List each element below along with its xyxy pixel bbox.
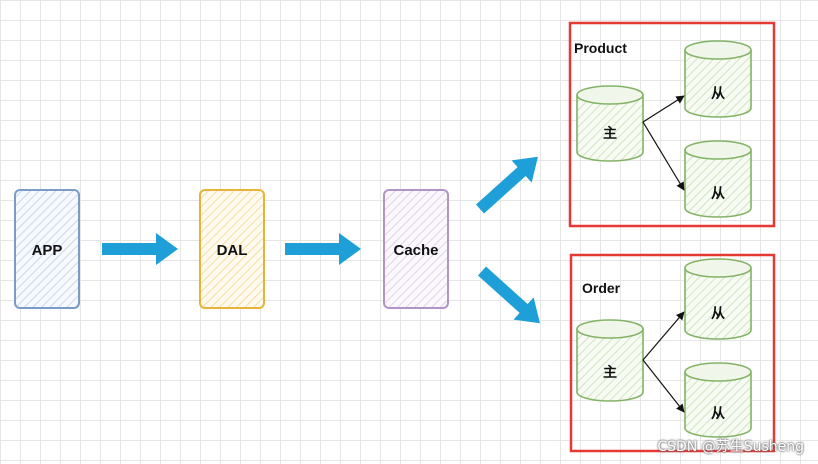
order-slave-1-label: 从 [711,305,725,321]
dal-label: DAL [217,242,248,259]
product-master-db: 主 [576,85,644,162]
product-master-label: 主 [603,125,617,141]
order-group-title: Order [582,280,621,296]
arrow-cache-to-product [475,156,538,214]
order-group: Order 主 从 从 [569,253,776,453]
order-master-db: 主 [576,319,644,402]
product-group-title: Product [574,40,627,56]
product-group-border [568,21,776,228]
product-replication-arrow-1 [642,95,685,123]
dal-node: DAL [199,189,265,309]
order-group-border [569,253,776,453]
arrow-app-to-dal [102,233,178,265]
product-slave-db-1: 从 [684,40,752,118]
watermark: CSDN @苏生Susheng [657,439,804,455]
cache-label: Cache [393,242,438,259]
order-slave-db-1: 从 [684,258,752,340]
product-slave-db-2: 从 [684,140,752,218]
order-replication-arrow-2 [642,359,685,413]
product-slave-2-label: 从 [711,185,725,201]
app-label: APP [32,242,63,259]
app-node: APP [14,189,80,309]
product-slave-1-label: 从 [711,85,725,101]
arrow-dal-to-cache [285,233,361,265]
order-slave-2-label: 从 [711,405,725,421]
product-replication-arrow-2 [642,121,685,191]
order-slave-db-2: 从 [684,362,752,438]
cache-node: Cache [383,189,449,309]
arrow-cache-to-order [477,266,540,324]
order-master-label: 主 [603,364,617,380]
order-replication-arrow-1 [642,311,685,361]
product-group: Product 主 从 从 [568,21,776,228]
